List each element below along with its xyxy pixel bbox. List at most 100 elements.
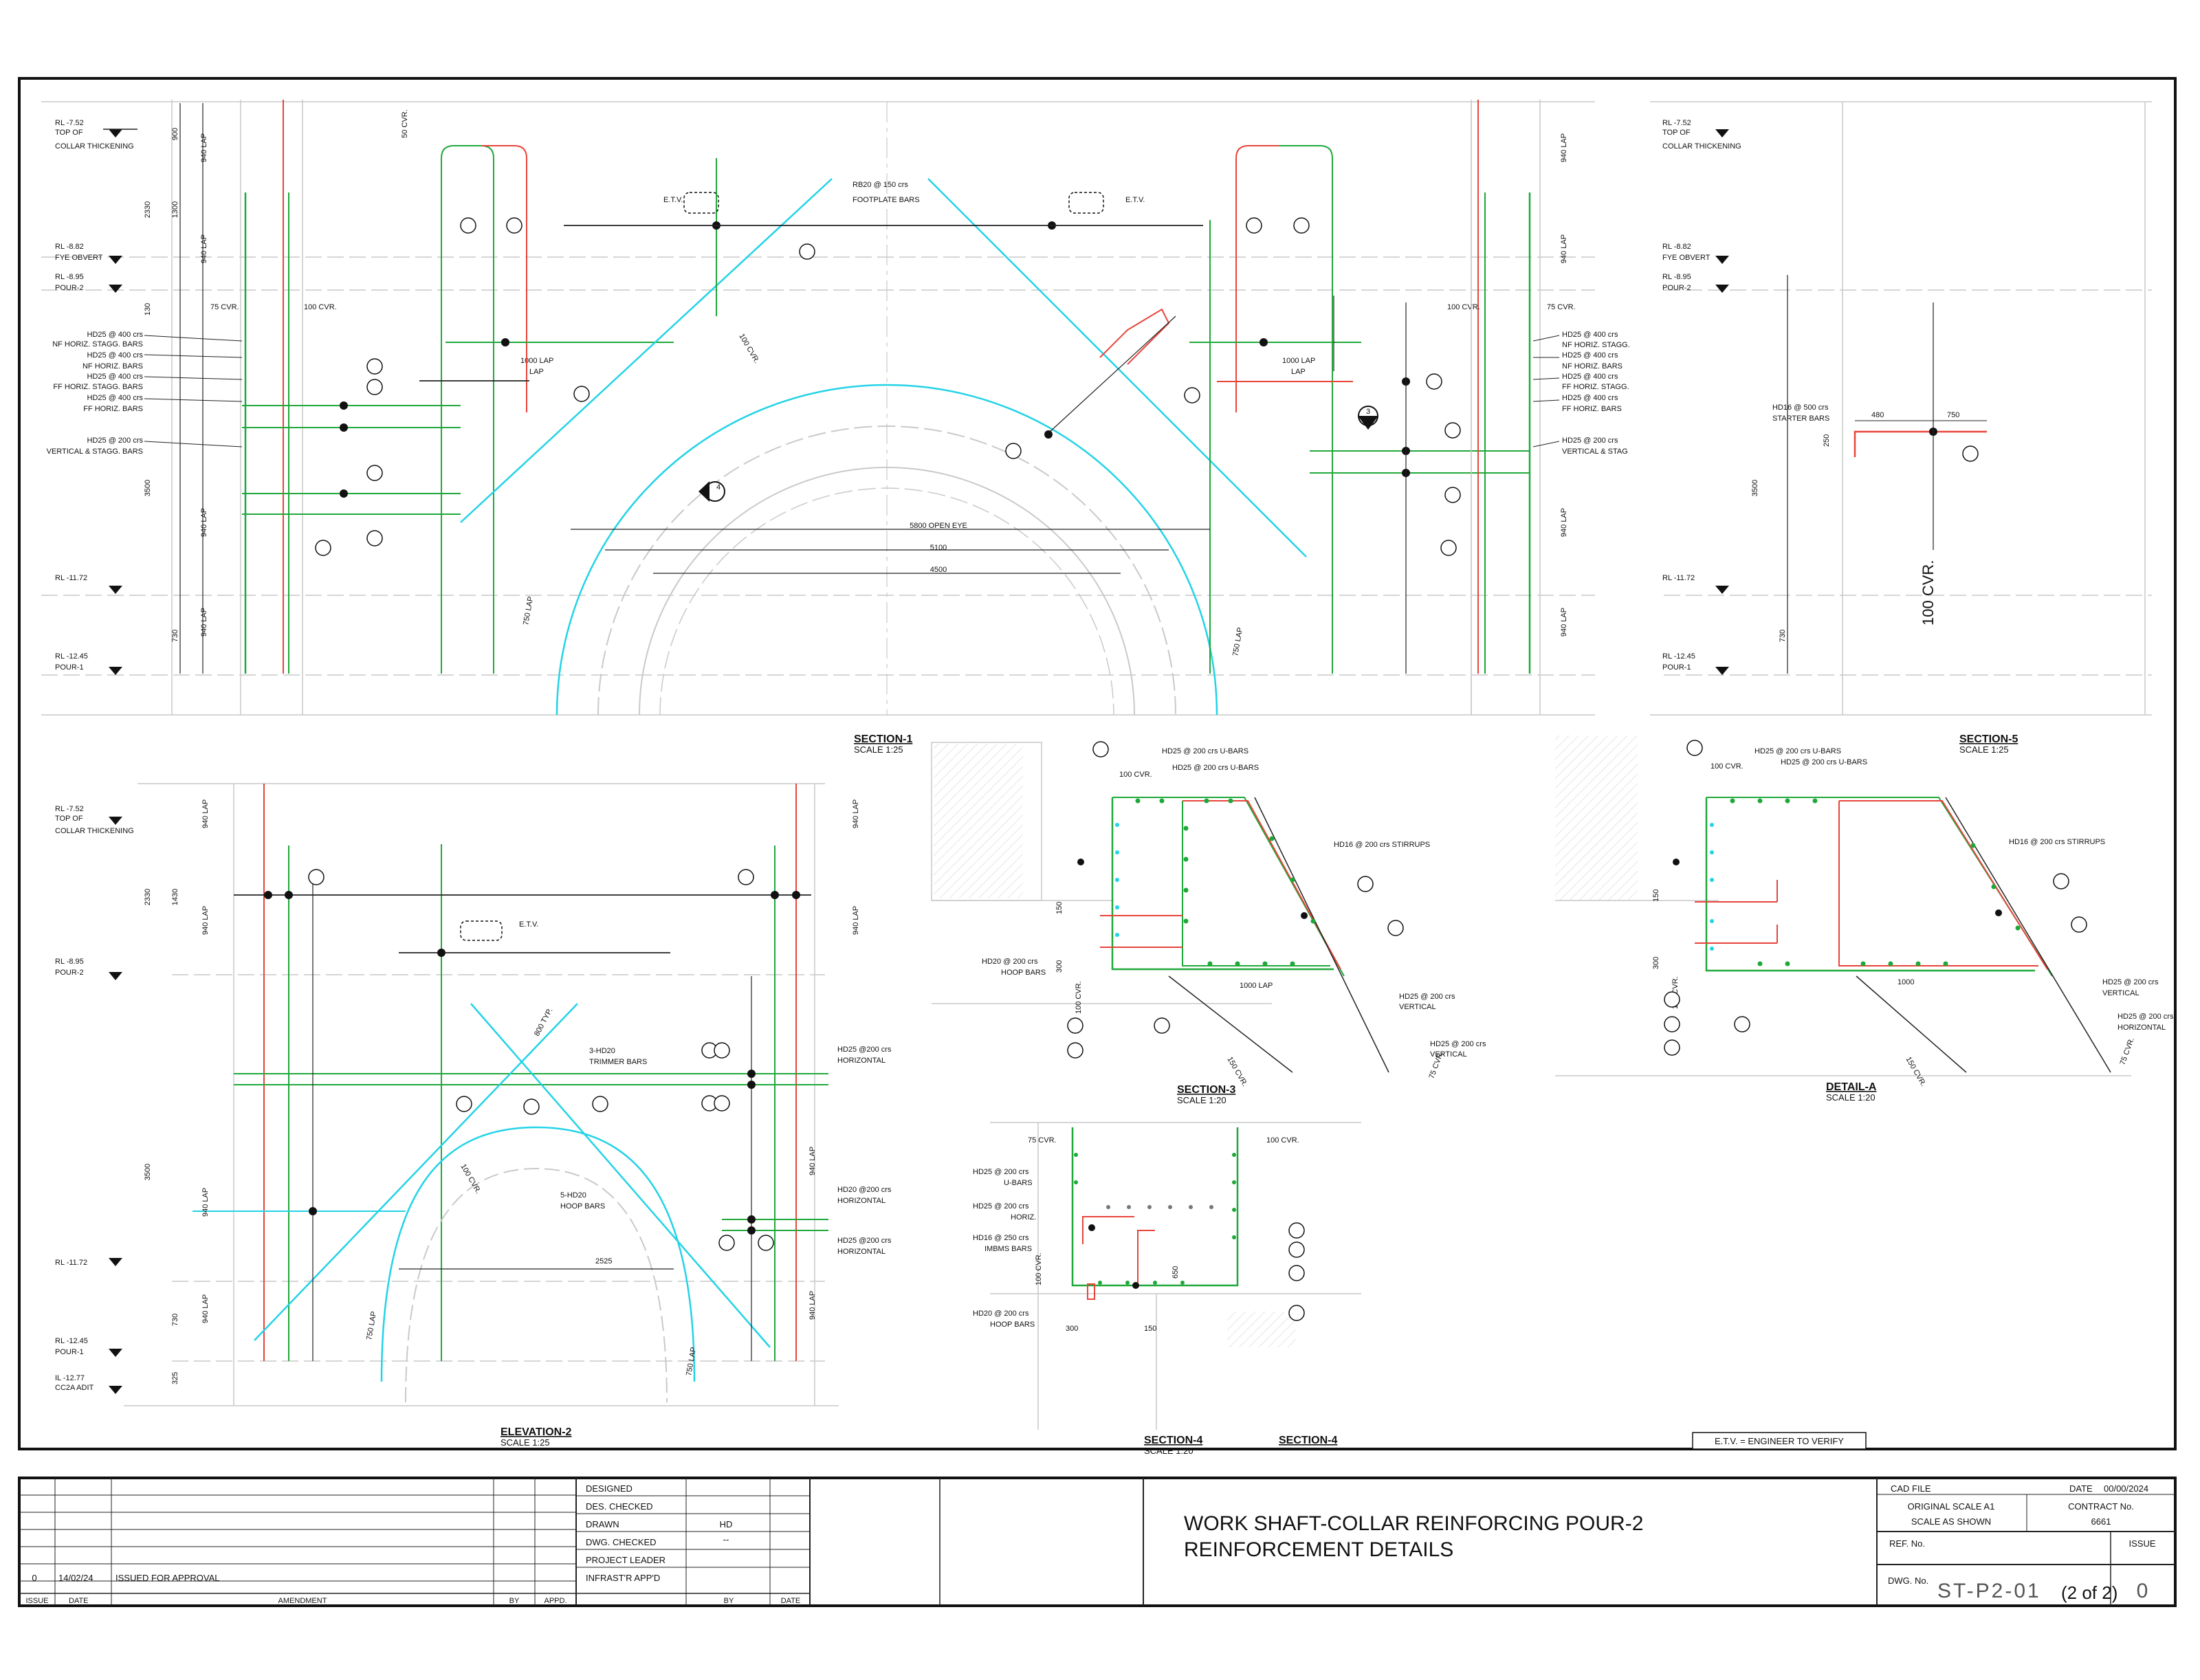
svg-text:HD20 @ 200 crs: HD20 @ 200 crs <box>973 1309 1029 1318</box>
svg-text:DES. CHECKED: DES. CHECKED <box>586 1501 653 1512</box>
e2-level-895: RL -8.95 POUR-2 <box>55 958 122 980</box>
svg-text:3500: 3500 <box>144 480 152 496</box>
svg-text:HD20 @ 200 crs: HD20 @ 200 crs <box>982 958 1038 966</box>
svg-text:RL -7.52: RL -7.52 <box>55 119 84 127</box>
svg-text:DESIGNED: DESIGNED <box>586 1483 632 1494</box>
svg-text:940 LAP: 940 LAP <box>201 906 210 935</box>
svg-text:DETAIL-A: DETAIL-A <box>1826 1081 1877 1093</box>
svg-text:TOP OF: TOP OF <box>1662 129 1691 137</box>
svg-text:SCALE 1:25: SCALE 1:25 <box>500 1437 550 1448</box>
section-4: 75 CVR. 100 CVR. HD25 @ 200 crs U-BARS H… <box>973 1122 1361 1456</box>
svg-text:940 LAP: 940 LAP <box>1560 608 1568 637</box>
svg-text:LAP: LAP <box>1291 368 1306 376</box>
svg-text:750: 750 <box>1947 411 1959 419</box>
svg-text:IL -12.77: IL -12.77 <box>55 1374 85 1382</box>
svg-text:HD25 @ 200 crs: HD25 @ 200 crs <box>973 1202 1029 1211</box>
level-marker-rl-882: RL -8.82 FYE OBVERT <box>55 243 122 264</box>
svg-text:WORK SHAFT-COLLAR REINFORCING: WORK SHAFT-COLLAR REINFORCING POUR-2 <box>1184 1512 1643 1535</box>
svg-text:FYE OBVERT: FYE OBVERT <box>1662 254 1710 262</box>
svg-text:940 LAP: 940 LAP <box>201 799 210 828</box>
detail-a: HD25 @ 200 crs U-BARS HD25 @ 200 crs U-B… <box>1555 736 2174 1103</box>
svg-text:100 CVR.: 100 CVR. <box>1035 1252 1043 1285</box>
svg-text:E.T.V.: E.T.V. <box>519 920 538 929</box>
svg-text:FOOTPLATE BARS: FOOTPLATE BARS <box>852 196 920 204</box>
e2-level-1172: RL -11.72 <box>55 1258 122 1267</box>
svg-text:ORIGINAL SCALE A1: ORIGINAL SCALE A1 <box>1908 1501 1995 1512</box>
right-elevation: RL -7.52 TOP OF COLLAR THICKENING RL -8.… <box>1650 101 2152 716</box>
svg-text:E.T.V. = ENGINEER TO VERIFY: E.T.V. = ENGINEER TO VERIFY <box>1715 1436 1844 1446</box>
svg-text:SCALE 1:25: SCALE 1:25 <box>1959 744 2009 755</box>
svg-text:HD20 @200 crs: HD20 @200 crs <box>837 1186 892 1194</box>
svg-text:900: 900 <box>171 128 179 140</box>
svg-text:HD25 @ 200 crs: HD25 @ 200 crs <box>1430 1040 1486 1048</box>
svg-text:FF HORIZ. STAGG. BARS: FF HORIZ. STAGG. BARS <box>53 383 143 391</box>
svg-text:HD16 @ 500 crs: HD16 @ 500 crs <box>1772 404 1829 412</box>
svg-text:DATE: DATE <box>2069 1483 2093 1494</box>
svg-text:1000: 1000 <box>1898 978 1914 986</box>
section-marker-3: 3 <box>1358 406 1378 430</box>
svg-text:75 CVR.: 75 CVR. <box>210 303 239 311</box>
svg-text:HD25 @ 200 crs U-BARS: HD25 @ 200 crs U-BARS <box>1781 758 1867 766</box>
svg-text:100 CVR.: 100 CVR. <box>1266 1136 1299 1145</box>
section-3: HD25 @ 200 crs U-BARS HD25 @ 200 crs U-B… <box>931 741 1486 1105</box>
svg-text:3500: 3500 <box>1751 480 1759 496</box>
svg-text:6661: 6661 <box>2091 1516 2111 1527</box>
svg-text:REINFORCEMENT DETAILS: REINFORCEMENT DETAILS <box>1184 1538 1453 1561</box>
svg-text:940 LAP: 940 LAP <box>1560 133 1568 162</box>
svg-text:STARTER BARS: STARTER BARS <box>1772 415 1829 423</box>
svg-text:940 LAP: 940 LAP <box>1560 508 1568 537</box>
svg-text:AMENDMENT: AMENDMENT <box>278 1597 327 1605</box>
svg-text:SECTION-4: SECTION-4 <box>1144 1435 1202 1446</box>
svg-text:130: 130 <box>144 303 152 316</box>
svg-text:940 LAP: 940 LAP <box>200 133 208 162</box>
section-1-title: SECTION-1 SCALE 1:25 <box>854 733 912 755</box>
svg-text:HD16 @ 250 crs: HD16 @ 250 crs <box>973 1234 1029 1242</box>
svg-text:RL -8.95: RL -8.95 <box>55 958 84 966</box>
svg-text:940 LAP: 940 LAP <box>200 508 208 537</box>
svg-text:(2 of 2): (2 of 2) <box>2061 1582 2118 1603</box>
svg-text:250: 250 <box>1823 434 1831 447</box>
svg-text:VERTICAL: VERTICAL <box>2102 989 2140 997</box>
svg-text:RB20 @ 150 crs: RB20 @ 150 crs <box>852 181 908 189</box>
svg-text:POUR-2: POUR-2 <box>55 969 84 977</box>
svg-text:100 CVR.: 100 CVR. <box>1710 762 1744 771</box>
svg-text:HD16 @ 200 crs STIRRUPS: HD16 @ 200 crs STIRRUPS <box>1334 841 1430 849</box>
main-arch: 5800 OPEN EYE 5100 4500 100 CVR. 750 LAP… <box>460 158 1378 716</box>
e2-level-752: RL -7.52 TOP OF COLLAR THICKENING <box>55 805 134 835</box>
svg-text:TRIMMER BARS: TRIMMER BARS <box>589 1058 647 1066</box>
svg-text:HORIZONTAL: HORIZONTAL <box>837 1197 886 1205</box>
svg-text:HD16 @ 200 crs STIRRUPS: HD16 @ 200 crs STIRRUPS <box>2009 838 2105 846</box>
r-level-882: RL -8.82 FYE OBVERT <box>1662 243 1729 264</box>
svg-text:RL -11.72: RL -11.72 <box>55 1259 87 1267</box>
svg-text:RL -12.45: RL -12.45 <box>1662 652 1695 661</box>
svg-text:1000 LAP: 1000 LAP <box>1240 982 1273 990</box>
svg-text:14/02/24: 14/02/24 <box>58 1573 94 1583</box>
svg-text:HD25 @ 400 crs: HD25 @ 400 crs <box>1562 331 1618 339</box>
svg-text:NF HORIZ. STAGG.: NF HORIZ. STAGG. <box>1562 341 1630 349</box>
svg-text:2330: 2330 <box>144 889 152 905</box>
svg-text:1430: 1430 <box>171 889 179 905</box>
svg-text:ISSUED FOR APPROVAL: ISSUED FOR APPROVAL <box>116 1573 219 1583</box>
svg-text:COLLAR THICKENING: COLLAR THICKENING <box>1662 142 1741 151</box>
callout-bubbles-upper <box>315 217 1461 556</box>
svg-text:RL -8.82: RL -8.82 <box>1662 243 1691 251</box>
svg-text:HD25 @ 200 crs: HD25 @ 200 crs <box>1399 993 1455 1001</box>
svg-text:SECTION-1: SECTION-1 <box>854 733 912 745</box>
svg-text:650: 650 <box>1172 1266 1180 1279</box>
svg-text:1000 LAP: 1000 LAP <box>1282 357 1315 365</box>
svg-text:HD25 @ 400 crs: HD25 @ 400 crs <box>87 331 144 339</box>
level-marker-rl-1245: RL -12.45 POUR-1 <box>55 652 122 675</box>
svg-text:480: 480 <box>1871 411 1884 419</box>
svg-text:2330: 2330 <box>144 201 152 218</box>
svg-text:COLLAR THICKENING: COLLAR THICKENING <box>55 827 134 835</box>
svg-text:HD: HD <box>720 1519 733 1529</box>
svg-text:100 CVR.: 100 CVR. <box>1075 981 1083 1014</box>
left-rebar <box>242 100 674 674</box>
svg-text:DWG. CHECKED: DWG. CHECKED <box>586 1537 657 1547</box>
svg-text:730: 730 <box>171 1314 179 1326</box>
section-marker-4: 4 <box>698 481 725 502</box>
svg-text:75 CVR.: 75 CVR. <box>1547 303 1576 311</box>
svg-text:NF HORIZ. BARS: NF HORIZ. BARS <box>82 362 143 371</box>
svg-text:HD25 @ 400 crs: HD25 @ 400 crs <box>87 394 144 402</box>
